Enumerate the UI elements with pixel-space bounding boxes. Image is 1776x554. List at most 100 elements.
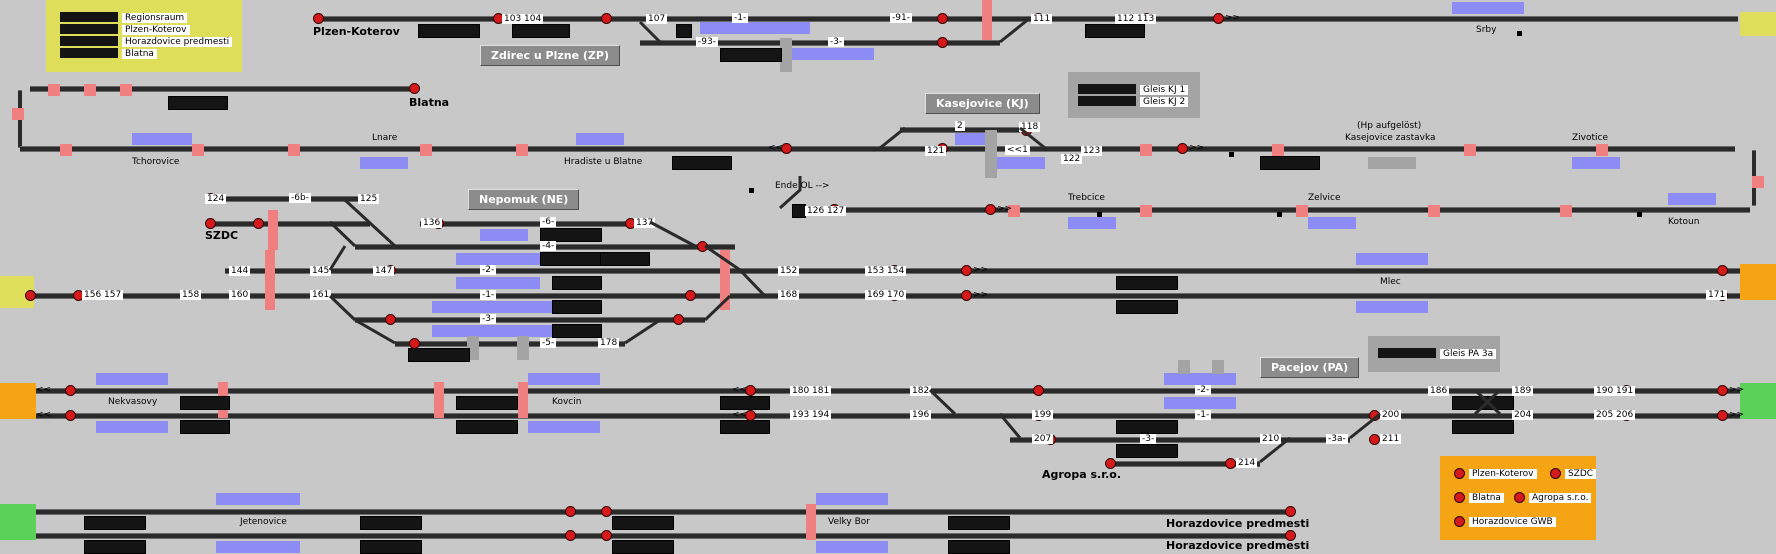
signal[interactable] — [673, 314, 684, 325]
signal[interactable] — [601, 13, 612, 24]
signal[interactable] — [1369, 434, 1380, 445]
gleis-row[interactable]: Gleis KJ 2 — [1078, 96, 1189, 107]
occupied-block[interactable] — [790, 48, 874, 60]
signal[interactable] — [25, 290, 36, 301]
occupied-block[interactable] — [1572, 157, 1620, 169]
signal[interactable] — [313, 13, 324, 24]
signal[interactable] — [253, 218, 264, 229]
occupied-block[interactable] — [132, 133, 192, 145]
legend-row[interactable]: Blatna — [1454, 492, 1504, 503]
signal[interactable] — [565, 530, 576, 541]
train-block[interactable] — [512, 24, 570, 38]
station-zdirec[interactable]: Zdirec u Plzne (ZP) — [480, 45, 620, 66]
edge-block-orange-right[interactable] — [1740, 264, 1776, 300]
arrow-right-icon[interactable]: >> — [973, 265, 989, 275]
arrow-right-icon[interactable]: >> — [1729, 385, 1745, 395]
signal[interactable] — [1213, 13, 1224, 24]
signal[interactable] — [1105, 458, 1116, 469]
train-block[interactable] — [720, 396, 770, 410]
occupied-block[interactable] — [955, 133, 991, 145]
signal[interactable] — [961, 290, 972, 301]
train-block[interactable] — [720, 420, 770, 434]
arrow-left-icon[interactable]: << — [768, 143, 784, 153]
signal[interactable] — [1285, 506, 1296, 517]
signal[interactable] — [745, 385, 756, 396]
train-block[interactable] — [180, 420, 230, 434]
occupied-block[interactable] — [456, 253, 540, 265]
occupied-block[interactable] — [96, 421, 168, 433]
signal[interactable] — [601, 530, 612, 541]
train-block[interactable] — [540, 228, 602, 242]
station-kasejovice[interactable]: Kasejovice (KJ) — [925, 93, 1040, 114]
signal[interactable] — [1717, 265, 1728, 276]
train-block[interactable] — [676, 24, 692, 38]
signal[interactable] — [1717, 410, 1728, 421]
occupied-block[interactable] — [216, 541, 300, 553]
train-block[interactable] — [1085, 24, 1145, 38]
occupied-block[interactable] — [816, 541, 888, 553]
occupied-block[interactable] — [456, 277, 540, 289]
occupied-block[interactable] — [96, 373, 168, 385]
signal[interactable] — [65, 385, 76, 396]
legend-row[interactable]: Regionsraum — [60, 12, 188, 23]
occupied-block[interactable] — [1308, 217, 1356, 229]
train-block[interactable] — [1260, 156, 1320, 170]
legend-row[interactable]: Plzen-Koterov — [1454, 468, 1537, 479]
station-pacejov[interactable]: Pacejov (PA) — [1260, 357, 1360, 378]
train-block[interactable] — [948, 516, 1010, 530]
arrow-left-icon[interactable]: << — [36, 410, 52, 420]
train-block[interactable] — [720, 48, 782, 62]
occupied-block[interactable] — [1668, 193, 1716, 205]
train-block[interactable] — [600, 252, 650, 266]
signal[interactable] — [385, 314, 396, 325]
legend-row[interactable]: Agropa s.r.o. — [1514, 492, 1592, 503]
arrow-right-icon[interactable]: >> — [1729, 410, 1745, 420]
occupied-block[interactable] — [576, 133, 624, 145]
arrow-right-icon[interactable]: >> — [997, 204, 1013, 214]
train-block[interactable] — [552, 324, 602, 338]
signal[interactable] — [205, 218, 216, 229]
train-block[interactable] — [1452, 420, 1514, 434]
signal[interactable] — [409, 338, 420, 349]
occupied-block[interactable] — [1356, 301, 1428, 313]
occupied-block[interactable] — [528, 373, 600, 385]
signal[interactable] — [601, 506, 612, 517]
arrow-right-icon[interactable]: >> — [973, 290, 989, 300]
occupied-block[interactable] — [1356, 253, 1428, 265]
train-block[interactable] — [360, 516, 422, 530]
station-nepomuk[interactable]: Nepomuk (NE) — [468, 189, 580, 210]
signal[interactable] — [1033, 385, 1044, 396]
signal[interactable] — [1225, 458, 1236, 469]
signal[interactable] — [1177, 143, 1188, 154]
edge-block-green-left[interactable] — [0, 504, 36, 540]
occupied-block[interactable] — [700, 22, 810, 34]
legend-row[interactable]: Horazdovice GWB — [1454, 516, 1556, 527]
signal[interactable] — [409, 83, 420, 94]
occupied-block[interactable] — [480, 229, 528, 241]
signal[interactable] — [961, 265, 972, 276]
train-block[interactable] — [418, 24, 480, 38]
train-block[interactable] — [456, 420, 518, 434]
train-block[interactable] — [456, 396, 518, 410]
occupied-block[interactable] — [1164, 373, 1236, 385]
train-block[interactable] — [552, 276, 602, 290]
arrow-left-icon[interactable]: << — [732, 410, 748, 420]
legend-row[interactable]: Plzen-Koterov — [60, 24, 190, 35]
occupied-block[interactable] — [432, 301, 552, 313]
legend-row[interactable]: Horazdovice predmesti — [60, 36, 233, 47]
train-block[interactable] — [1116, 444, 1178, 458]
train-block[interactable] — [408, 348, 470, 362]
gleis-row[interactable]: Gleis KJ 1 — [1078, 84, 1189, 95]
occupied-block[interactable] — [997, 157, 1045, 169]
occupied-block[interactable] — [816, 493, 888, 505]
arrow-left-icon[interactable]: << — [732, 385, 748, 395]
signal[interactable] — [565, 506, 576, 517]
legend-row[interactable]: Blatna — [60, 48, 157, 59]
train-block[interactable] — [672, 156, 732, 170]
signal[interactable] — [65, 410, 76, 421]
occupied-block[interactable] — [1068, 217, 1116, 229]
occupied-block[interactable] — [216, 493, 300, 505]
train-block[interactable] — [1116, 300, 1178, 314]
train-block[interactable] — [84, 516, 146, 530]
legend-row[interactable]: SZDC — [1550, 468, 1597, 479]
